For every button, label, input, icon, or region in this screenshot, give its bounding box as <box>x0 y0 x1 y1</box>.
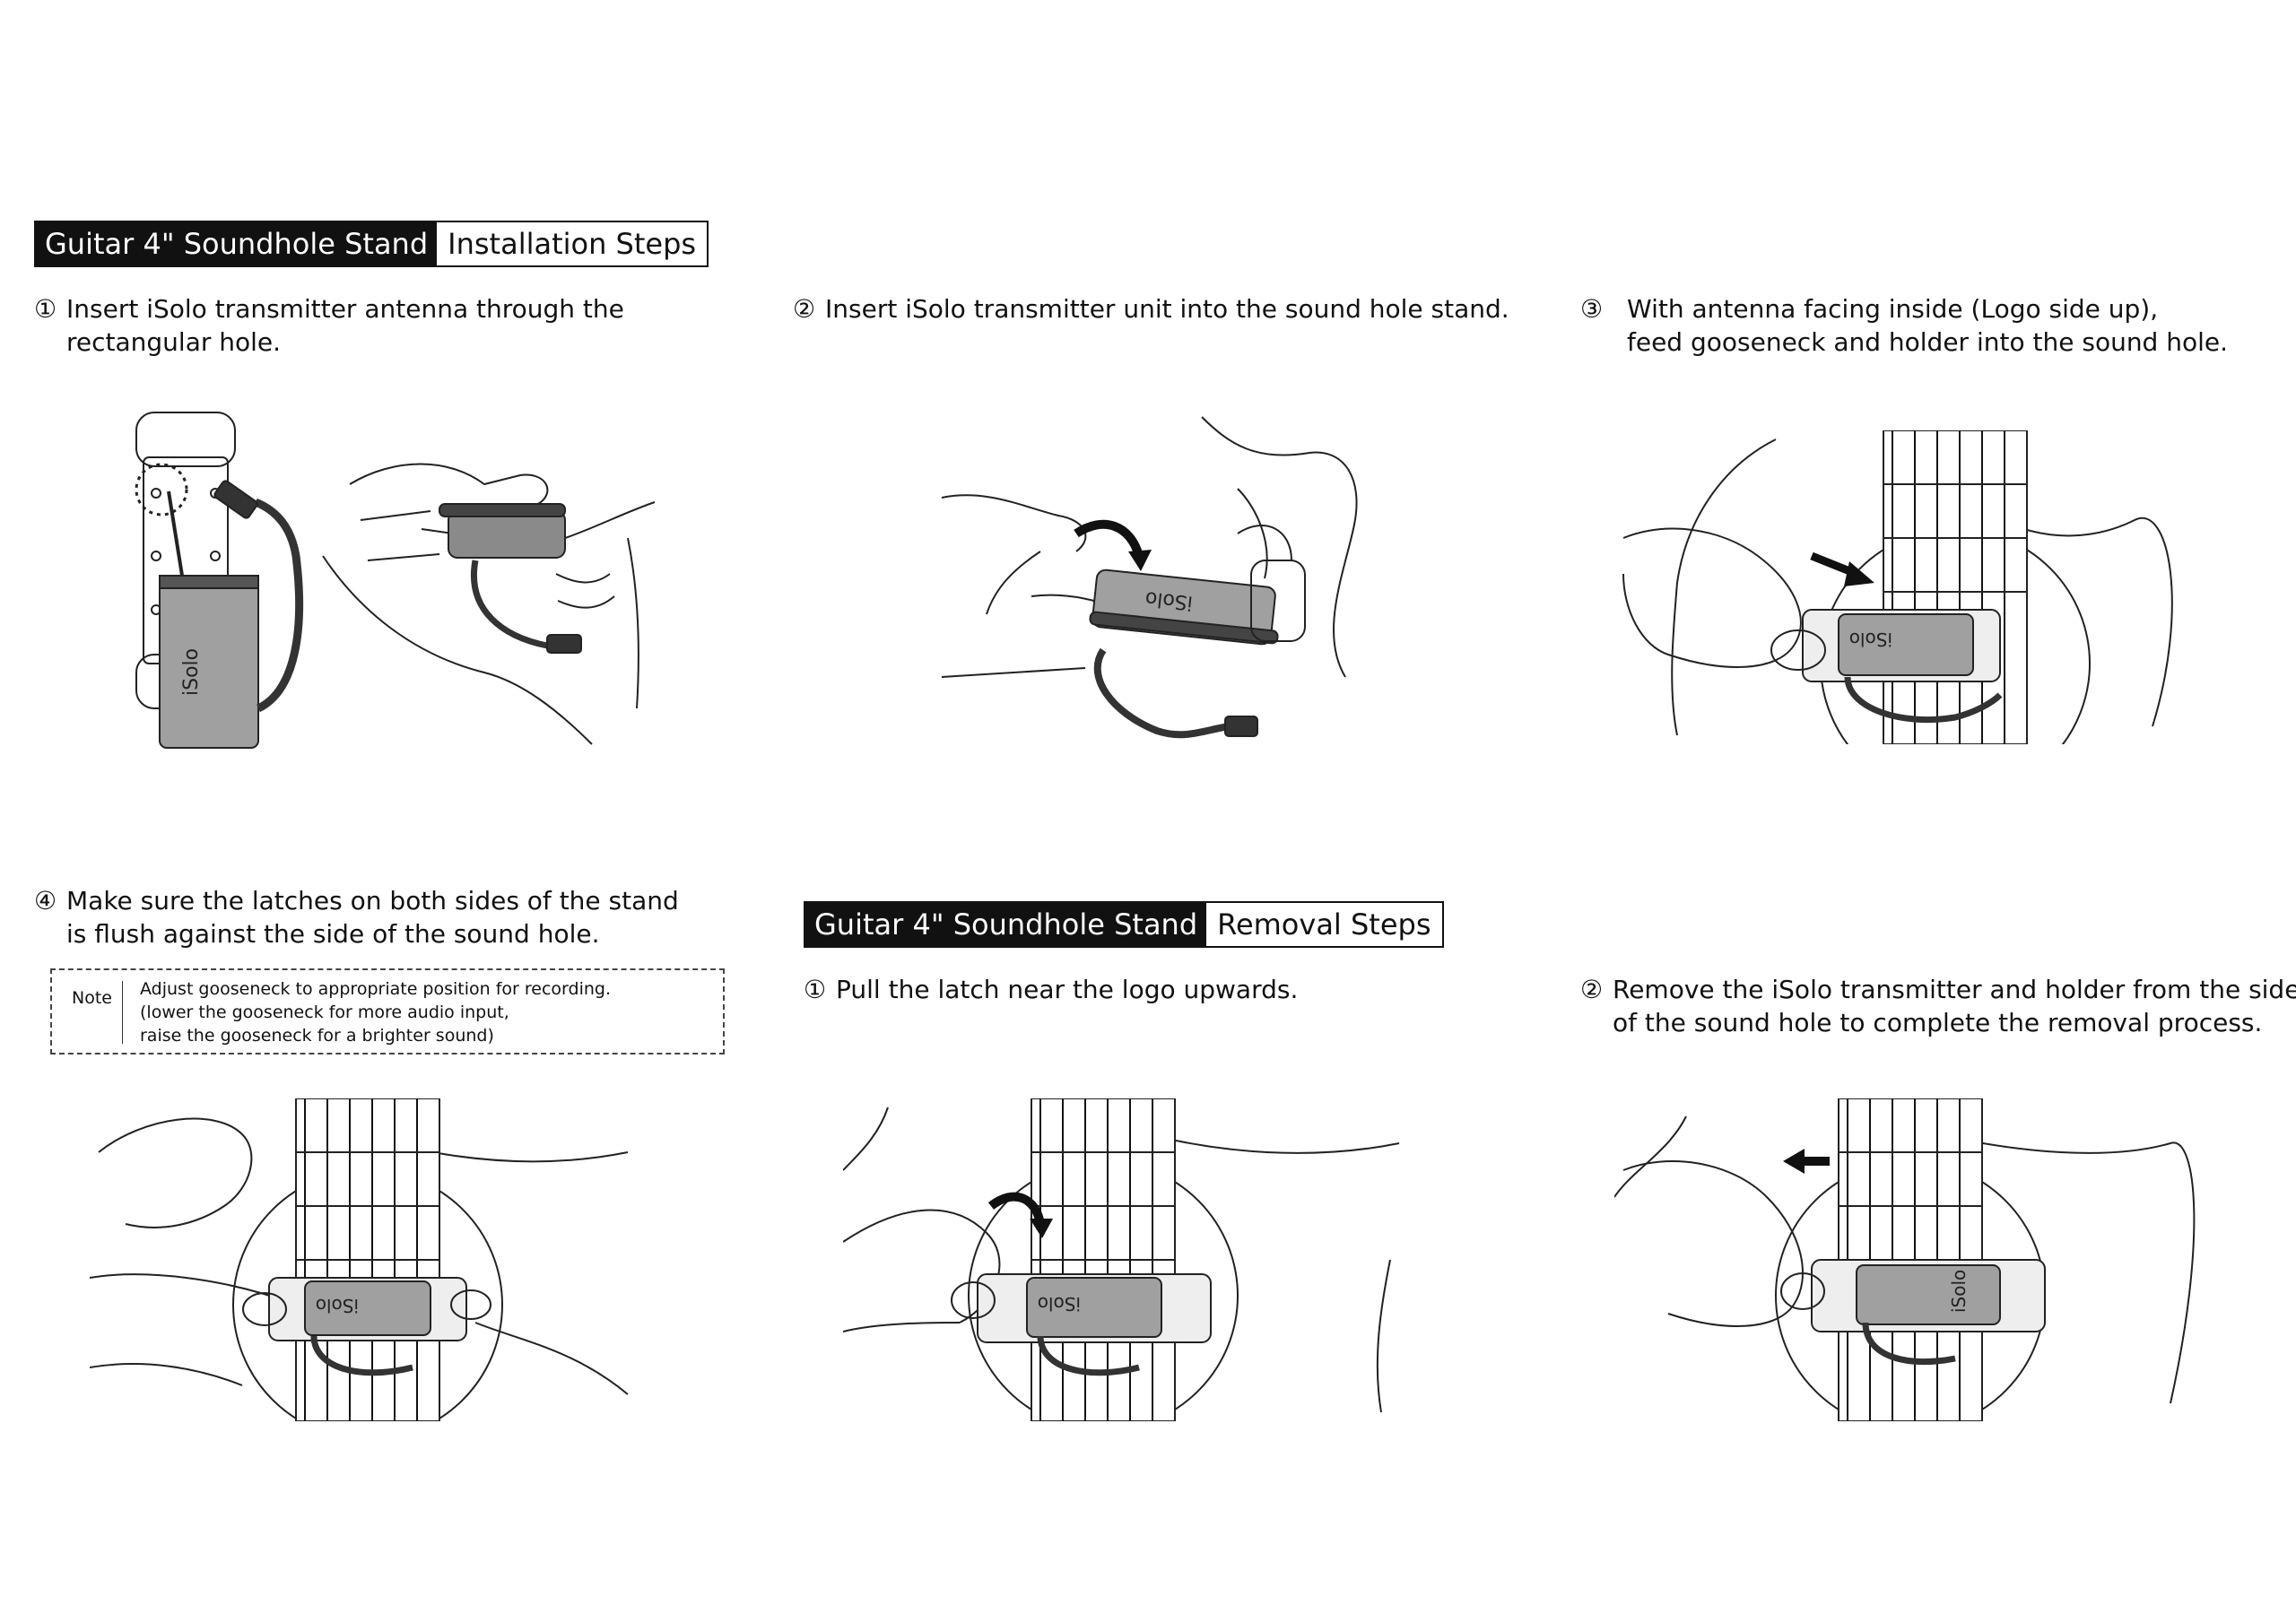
step-text-line1: Make sure the latches on both sides of t… <box>66 886 679 916</box>
device-logo-text: iSolo <box>1849 629 1892 650</box>
device-logo-text: iSolo <box>1948 1270 1970 1313</box>
note-line-1: Adjust gooseneck to appropriate position… <box>140 977 611 1001</box>
note-text: Adjust gooseneck to appropriate position… <box>140 977 611 1047</box>
device-logo-text: iSolo <box>1038 1293 1081 1315</box>
illustration-step-2: iSolo <box>933 408 1381 758</box>
step-text-line2: feed gooseneck and holder into the sound… <box>1580 325 2228 359</box>
removal-title-section: Removal Steps <box>1206 903 1441 946</box>
note-label: Note <box>72 986 112 1010</box>
step-text-line1: Pull the latch near the logo upwards. <box>836 975 1298 1004</box>
step-text-line1: Insert iSolo transmitter unit into the s… <box>825 294 1509 324</box>
step-number: ② <box>793 292 825 325</box>
step-number: ② <box>1580 973 1613 1006</box>
step-text-line2: rectangular hole. <box>34 325 624 359</box>
note-box: Note Adjust gooseneck to appropriate pos… <box>50 968 725 1055</box>
note-divider <box>122 981 123 1044</box>
removal-title-product: Guitar 4" Soundhole Stand <box>805 903 1206 946</box>
device-logo-text: iSolo <box>316 1295 359 1316</box>
illustration-removal-2: iSolo <box>1614 1098 2242 1421</box>
note-line-2: (lower the gooseneck for more audio inpu… <box>140 1001 611 1024</box>
installation-title-section: Installation Steps <box>437 222 707 265</box>
removal-title: Guitar 4" Soundhole Stand Removal Steps <box>804 901 1444 948</box>
step-text-line1: Insert iSolo transmitter antenna through… <box>66 294 624 324</box>
installation-title-product: Guitar 4" Soundhole Stand <box>36 222 437 265</box>
step-text-line1: With antenna facing inside (Logo side up… <box>1627 294 2158 324</box>
illustration-step-3: iSolo <box>1614 430 2224 744</box>
step-number: ③ <box>1580 292 1627 325</box>
note-line-3: raise the gooseneck for a brighter sound… <box>140 1024 611 1047</box>
step-number: ① <box>34 292 66 325</box>
illustration-step-4: iSolo <box>90 1098 646 1421</box>
step-number: ④ <box>34 884 66 917</box>
illustration-step-1: iSolo <box>126 404 664 753</box>
step-text-line1: Remove the iSolo transmitter and holder … <box>1613 975 2296 1004</box>
step-number: ① <box>804 973 836 1006</box>
step-text-line2: of the sound hole to complete the remova… <box>1580 1006 2296 1039</box>
step-text-line2: is flush against the side of the sound h… <box>34 917 679 950</box>
installation-title: Guitar 4" Soundhole Stand Installation S… <box>34 221 709 267</box>
illustration-removal-1: iSolo <box>843 1098 1417 1421</box>
device-logo-text: iSolo <box>180 648 203 696</box>
